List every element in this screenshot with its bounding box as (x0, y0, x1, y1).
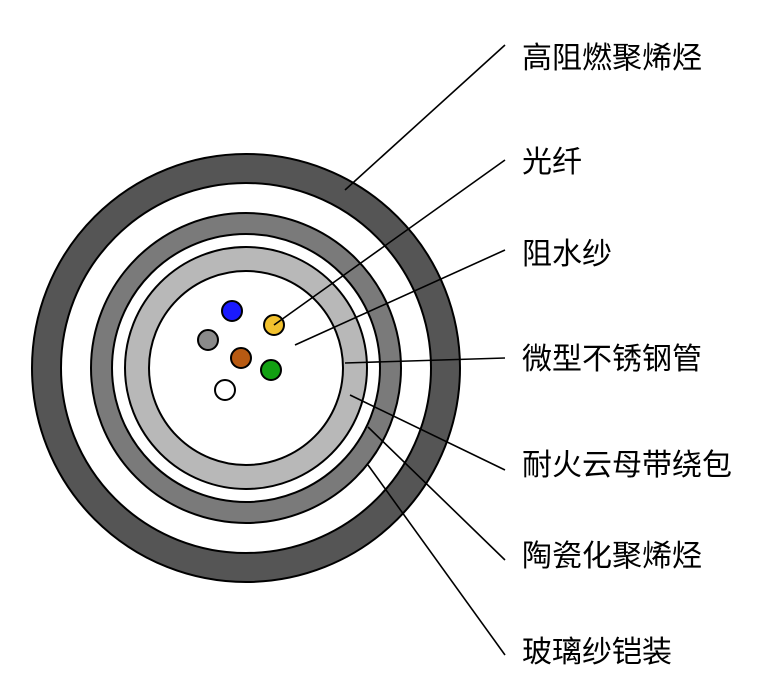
label-high-flame-retardant-polyolefin: 高阻燃聚烯烃 (522, 41, 702, 76)
label-optical-fiber: 光纤 (522, 145, 582, 180)
water-blocking-core (148, 270, 344, 466)
fiber-green (260, 359, 282, 381)
leader-line-mica-tape (349, 394, 506, 471)
fiber-brown (230, 347, 252, 369)
label-ceramic-polyolefin: 陶瓷化聚烯烃 (522, 539, 702, 574)
leader-line-micro-steel-tube (344, 357, 506, 364)
fiber-white (214, 379, 236, 401)
fiber-gray (197, 329, 219, 351)
leader-line-optical-fiber (273, 159, 506, 326)
label-micro-stainless-steel-tube: 微型不锈钢管 (522, 342, 702, 377)
label-water-blocking-yarn: 阻水纱 (522, 237, 612, 272)
leader-line-ceramic-polyolefin (367, 426, 506, 561)
leader-line-high-flame-retardant-polyolefin (344, 44, 506, 191)
leader-line-water-blocking-yarn (294, 249, 506, 346)
fiber-blue (221, 300, 243, 322)
label-fire-resistant-mica-tape: 耐火云母带绕包 (522, 448, 732, 483)
leader-line-glass-yarn-armor (367, 464, 506, 656)
label-glass-yarn-armor: 玻璃纱铠装 (522, 635, 672, 670)
